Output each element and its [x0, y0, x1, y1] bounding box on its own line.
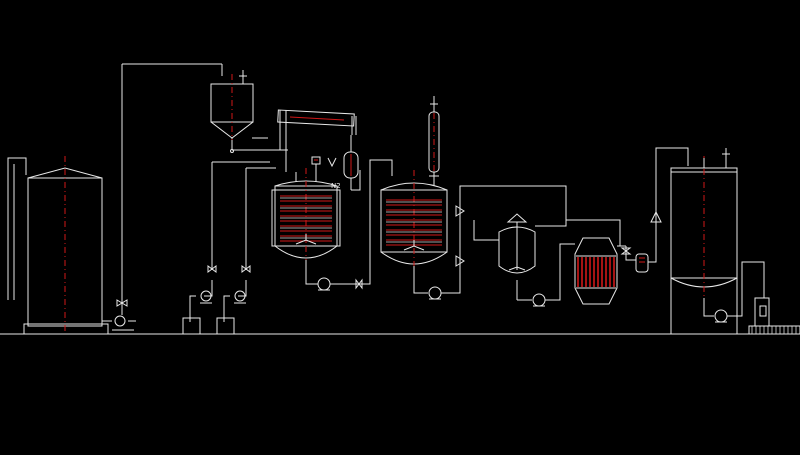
- filter-column: [574, 237, 626, 305]
- pump-mixing-tank: [517, 243, 575, 307]
- head-tank: [210, 70, 254, 153]
- reactor-2: [380, 170, 448, 280]
- product-tank: [670, 148, 738, 334]
- filling-station: [748, 261, 800, 335]
- pipe-feed-riser: [102, 63, 223, 331]
- mixing-tank: [473, 213, 567, 300]
- reactor-1: [271, 168, 341, 272]
- storage-tank-left: [7, 156, 109, 335]
- pump-reactor-1: [305, 159, 393, 291]
- cartridge-filter: [620, 210, 662, 273]
- reflux-column: [428, 96, 440, 186]
- pipe-headtank-to-reactor: [232, 137, 287, 172]
- pipe-to-product-tank: [566, 147, 689, 246]
- receiver-vessel: [311, 135, 361, 191]
- valve-feed-riser: [116, 299, 128, 307]
- condenser: [277, 109, 357, 151]
- prefeed-station: [182, 161, 276, 335]
- pump-reactor-2: [413, 185, 567, 300]
- product-pump: [703, 261, 758, 323]
